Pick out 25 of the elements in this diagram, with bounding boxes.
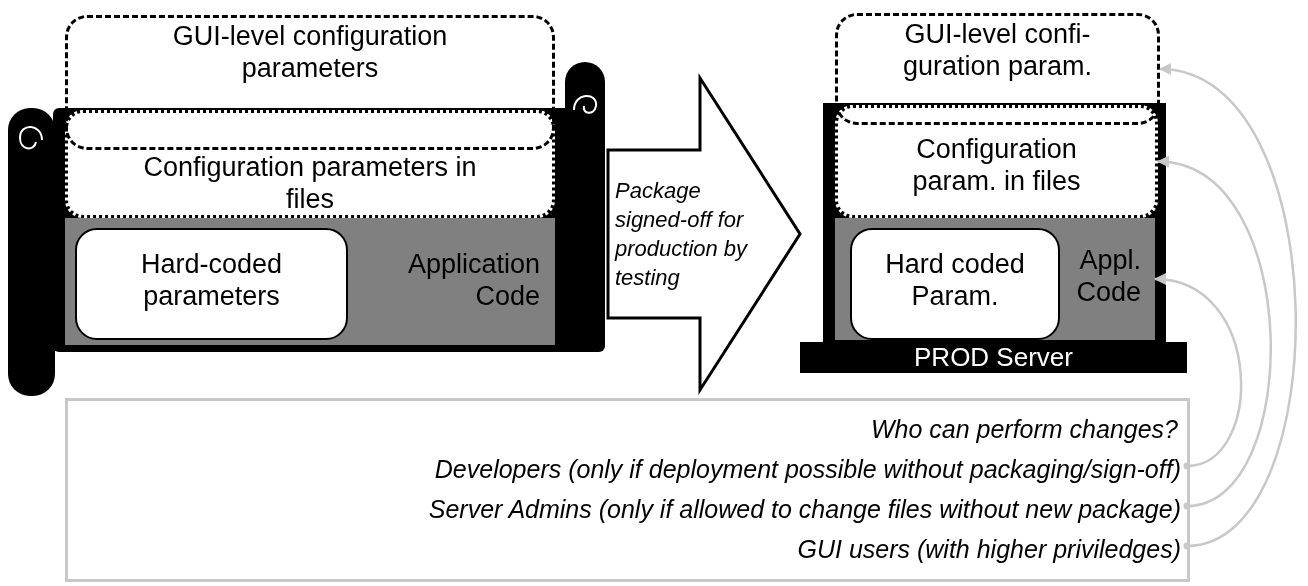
dotted-box <box>65 110 555 218</box>
legend-text: Server Admins (only if allowed to change files without new package) <box>428 494 1181 525</box>
panel-label: Application Code <box>406 248 540 312</box>
curved-arrow <box>1159 65 1297 550</box>
curved-arrow <box>1157 157 1272 510</box>
curved-arrow <box>1154 274 1242 470</box>
legend-heading: Who can perform changes? <box>870 414 1178 445</box>
dotted-box <box>835 105 1158 218</box>
box-label: GUI-level confi- guration param. <box>901 18 1094 82</box>
edge-label: Package signed-off for production by testing <box>615 177 749 292</box>
box-label: Hard coded Param. <box>884 248 1026 312</box>
block-arrow <box>606 72 802 396</box>
box-label: Configuration parameters in files <box>142 151 478 215</box>
rounded-box <box>850 228 1060 340</box>
server-label: PROD Server <box>913 342 1074 373</box>
rounded-box <box>75 228 348 340</box>
code-panel <box>65 218 555 345</box>
code-panel <box>835 218 1155 340</box>
box-label: Hard-coded parameters <box>139 248 284 312</box>
box-label: GUI-level configuration parameters <box>171 20 449 84</box>
legend-text: GUI users (with higher priviledges) <box>797 534 1181 565</box>
legend-text: Developers (only if deployment possible without packaging/sign-off) <box>434 454 1181 485</box>
panel-label: Appl. Code <box>1075 244 1141 308</box>
box-label: Configuration param. in files <box>911 133 1082 197</box>
legend-panel <box>65 398 1190 582</box>
